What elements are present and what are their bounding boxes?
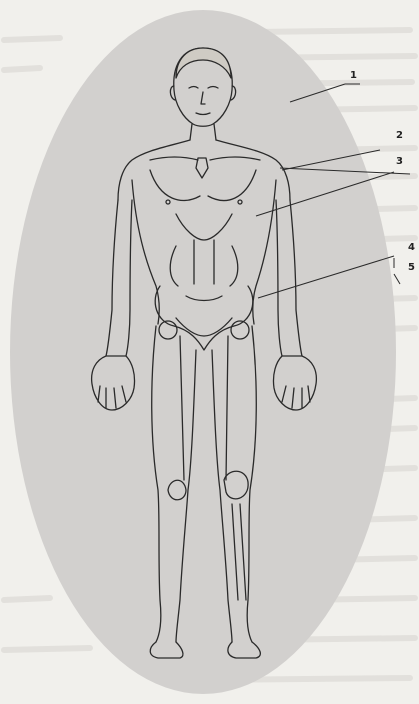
callout-4: 4 (408, 242, 415, 253)
leader-5 (394, 274, 400, 284)
callout-2: 2 (396, 130, 403, 141)
callout-5: 5 (408, 262, 415, 273)
callout-3: 3 (396, 156, 403, 167)
aura-ellipse (10, 10, 396, 694)
callout-1: 1 (350, 70, 357, 81)
